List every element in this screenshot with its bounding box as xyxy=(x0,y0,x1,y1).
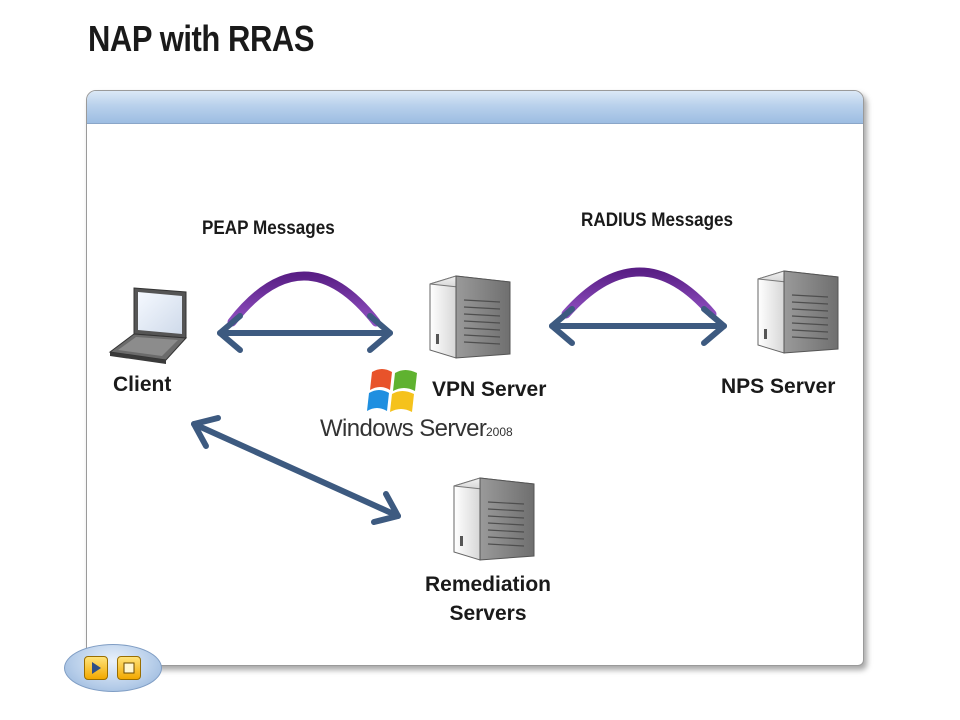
radius-arc xyxy=(561,267,717,319)
peap-messages-label: PEAP Messages xyxy=(202,218,335,239)
windows-flag-icon xyxy=(367,369,417,412)
vpn-server-icon xyxy=(429,275,511,359)
stop-icon xyxy=(123,662,135,674)
nps-server-icon xyxy=(757,270,839,354)
stop-button[interactable] xyxy=(117,656,141,680)
remediation-double-arrow xyxy=(191,415,401,525)
media-controls xyxy=(64,644,162,692)
slide-title: NAP with RRAS xyxy=(88,18,315,59)
laptop-icon xyxy=(108,287,188,364)
remediation-server-icon xyxy=(453,477,535,561)
play-button[interactable] xyxy=(84,656,108,680)
peap-arc xyxy=(227,271,381,327)
content-panel xyxy=(86,90,864,666)
windows-server-logo-text: Windows Server xyxy=(320,415,487,442)
radius-messages-label: RADIUS Messages xyxy=(581,210,734,231)
remediation-label-line2: Servers xyxy=(449,602,527,625)
vpn-server-label: VPN Server xyxy=(432,378,547,401)
radius-double-arrow xyxy=(549,306,727,346)
play-icon xyxy=(92,662,101,674)
windows-server-logo-version: 2008 xyxy=(486,425,513,439)
nps-server-label: NPS Server xyxy=(721,375,836,398)
remediation-label-line1: Remediation xyxy=(424,573,552,596)
remediation-servers-label: Remediation Servers xyxy=(403,570,573,628)
panel-header-bar xyxy=(87,91,863,124)
peap-double-arrow xyxy=(217,313,393,353)
client-label: Client xyxy=(113,373,172,396)
